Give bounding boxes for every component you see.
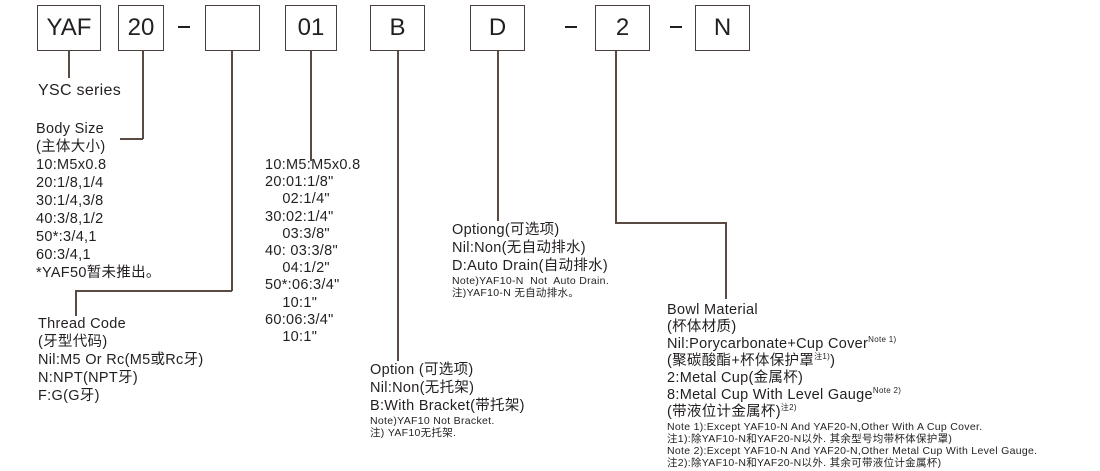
bowl-material-note: Note 1):Except YAF10-N And YAF20-N,Other… — [667, 421, 983, 433]
port-size-item: 60:06:3/4" — [265, 311, 334, 328]
bracket-option-section: Option (可选项) Nil:Non(无托架) B:With Bracket… — [370, 361, 525, 439]
bracket-option-note: 注) YAF10无托架. — [370, 427, 457, 439]
bowl-nil-cn-end: ) — [830, 353, 836, 369]
thread-code-item: N:NPT(NPT牙) — [38, 370, 138, 386]
bowl-nil-cn-label: (聚碳酸酯+杯体保护罩 — [667, 353, 815, 369]
connector-line — [725, 222, 727, 299]
drain-option-note: 注)YAF10-N 无自动排水。 — [452, 287, 580, 299]
connector-line — [397, 51, 399, 361]
port-size-item: 03:3/8" — [265, 225, 330, 242]
bowl-material-title: Bowl Material — [667, 302, 758, 318]
port-size-item: 02:1/4" — [265, 191, 330, 208]
bowl-material-item-gauge-cn: (带液位计金属杯)注2) — [667, 404, 1037, 421]
port-size-item: 10:M5:M5x0.8 — [265, 157, 361, 173]
code-box-bracket: B — [370, 5, 425, 51]
separator-dash — [670, 26, 682, 28]
drain-option-note: Note)YAF10-N Not Auto Drain. — [452, 275, 610, 287]
connector-line — [120, 138, 143, 140]
body-size-item: 40:3/8,1/2 — [36, 211, 104, 227]
port-size-item: 04:1/2" — [265, 260, 330, 277]
body-size-section: Body Size (主体大小) 10:M5x0.8 20:1/8,1/4 30… — [36, 120, 161, 282]
body-size-item: 60:3/4,1 — [36, 247, 91, 263]
connector-line — [497, 51, 499, 221]
bracket-option-item: Nil:Non(无托架) — [370, 380, 475, 396]
note-ref: 注2) — [780, 403, 797, 413]
body-size-item: 30:1/4,3/8 — [36, 193, 104, 209]
drain-option-section: Optiong(可选项) Nil:Non(无自动排水) D:Auto Drain… — [452, 221, 609, 299]
note-ref: 注1) — [814, 352, 831, 362]
port-size-item: 10:1" — [265, 294, 318, 311]
bowl-material-title-cn: (杯体材质) — [667, 319, 737, 335]
bracket-option-note: Note)YAF10 Not Bracket. — [370, 415, 495, 427]
separator-dash — [178, 26, 190, 28]
port-size-item: 40: 03:3/8" — [265, 243, 338, 260]
connector-line — [310, 51, 312, 161]
port-size-item: 50*:06:3/4" — [265, 277, 340, 294]
bowl-gauge-cn-label: (带液位计金属杯) — [667, 404, 781, 420]
code-box-bowl: 2 — [595, 5, 650, 51]
thread-code-item: Nil:M5 Or Rc(M5或Rc牙) — [38, 352, 204, 368]
body-size-item: 50*:3/4,1 — [36, 229, 97, 245]
bowl-material-section: Bowl Material (杯体材质) Nil:Porycarbonate+C… — [667, 302, 1037, 469]
bowl-material-item-metal: 2:Metal Cup(金属杯) — [667, 370, 804, 386]
body-size-title-cn: (主体大小) — [36, 139, 106, 155]
thread-code-section: Thread Code (牙型代码) Nil:M5 Or Rc(M5或Rc牙) … — [38, 315, 204, 405]
port-size-item: 30:02:1/4" — [265, 208, 334, 225]
bowl-material-note: 注2):除YAF10-N和YAF20-N以外. 其余可带液位计金属杯) — [667, 457, 942, 469]
port-size-item: 10:1" — [265, 329, 318, 346]
bowl-nil-label: Nil:Porycarbonate+Cup Cover — [667, 336, 869, 352]
drain-option-title: Optiong(可选项) — [452, 222, 560, 238]
bowl-material-item-nil-cn: (聚碳酸酯+杯体保护罩注1)) — [667, 353, 1037, 370]
code-box-drain: D — [470, 5, 525, 51]
body-size-title: Body Size — [36, 121, 104, 137]
code-box-port-size: 01 — [285, 5, 337, 51]
separator-dash — [565, 26, 577, 28]
connector-line — [75, 290, 77, 316]
thread-code-title-cn: (牙型代码) — [38, 334, 108, 350]
connector-line — [615, 51, 617, 223]
port-size-section: 10:M5:M5x0.8 20:01:1/8" 02:1/4" 30:02:1/… — [265, 157, 360, 346]
thread-code-item: F:G(G牙) — [38, 388, 100, 404]
body-size-note: *YAF50暂未推出。 — [36, 265, 161, 281]
code-box-series: YAF — [37, 5, 101, 51]
connector-line — [142, 51, 144, 139]
connector-line — [68, 51, 70, 78]
bowl-material-note: 注1):除YAF10-N和YAF20-N以外. 其余型号均带杯体保护罩) — [667, 433, 953, 445]
connector-line — [231, 51, 233, 291]
bowl-material-item-gauge: 8:Metal Cup With Level GaugeNote 2) — [667, 387, 1037, 404]
code-box-thread-suffix: N — [695, 5, 750, 51]
note-ref: Note 1) — [868, 335, 897, 345]
connector-line — [615, 222, 726, 224]
body-size-item: 10:M5x0.8 — [36, 157, 107, 173]
bowl-material-item-nil: Nil:Porycarbonate+Cup CoverNote 1) — [667, 336, 1037, 353]
connector-line — [75, 290, 232, 292]
note-ref: Note 2) — [872, 386, 902, 396]
code-box-body-size: 20 — [118, 5, 164, 51]
series-label: YSC series — [38, 82, 122, 99]
bowl-material-note: Note 2):Except YAF10-N And YAF20-N,Other… — [667, 445, 1038, 457]
bracket-option-item: B:With Bracket(带托架) — [370, 398, 525, 414]
body-size-item: 20:1/8,1/4 — [36, 175, 104, 191]
bowl-gauge-label: 8:Metal Cup With Level Gauge — [667, 387, 873, 403]
drain-option-item: Nil:Non(无自动排水) — [452, 240, 586, 256]
port-size-item: 20:01:1/8" — [265, 174, 334, 191]
code-box-thread — [205, 5, 260, 51]
bracket-option-title: Option (可选项) — [370, 362, 474, 378]
thread-code-title: Thread Code — [38, 316, 126, 332]
drain-option-item: D:Auto Drain(自动排水) — [452, 258, 609, 274]
